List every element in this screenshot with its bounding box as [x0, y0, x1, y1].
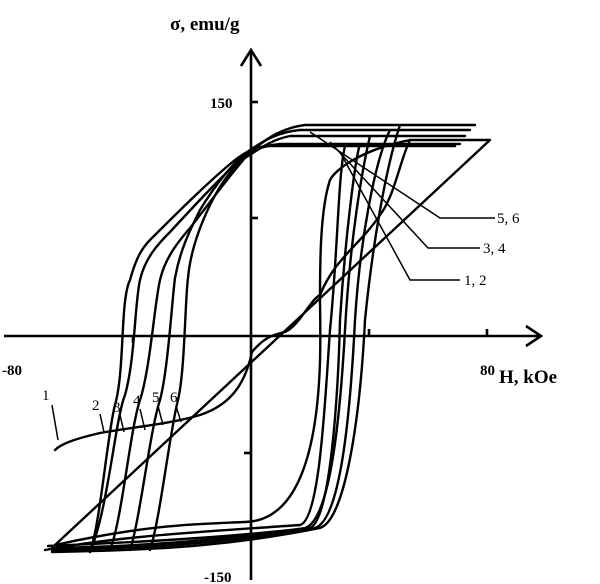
series-4-line: [50, 134, 467, 552]
x-axis-title: H, kOe: [499, 367, 557, 388]
series-label-6: 6: [170, 390, 178, 406]
series-pointer-3: [119, 414, 125, 433]
group-label-3-4: 3, 4: [483, 241, 506, 257]
series-6-line: [50, 123, 477, 554]
series-label-4: 4: [133, 393, 141, 409]
series-pointer-6: [175, 405, 182, 423]
series-labels: 1 2 3 4 5 6: [42, 388, 182, 441]
y-axis-arrow: [239, 47, 263, 67]
x-tick-label-max: 80: [480, 363, 495, 379]
x-tick-label-min: -80: [2, 363, 22, 379]
series-pointer-4: [139, 408, 146, 431]
group-label-5-6: 5, 6: [497, 211, 520, 227]
series-pointer-2: [99, 413, 105, 433]
x-axis-arrow: [525, 324, 544, 348]
leader-5-6: [309, 131, 495, 219]
group-label-1-2: 1, 2: [464, 273, 487, 289]
series-label-3: 3: [113, 400, 121, 416]
series-1-line: [53, 138, 492, 547]
series-pointer-1: [51, 404, 59, 441]
y-axis-title: σ, emu/g: [170, 14, 240, 35]
y-tick-label-min: -150: [204, 570, 232, 584]
leader-1-2: [339, 151, 460, 281]
series-label-2: 2: [92, 398, 100, 414]
leader-3-4: [329, 141, 480, 249]
y-tick-label-max: 150: [210, 96, 233, 112]
curve-group: [43, 123, 492, 554]
series-label-5: 5: [152, 390, 160, 406]
series-5-line: [50, 128, 472, 552]
series-label-1: 1: [42, 388, 50, 404]
series-pointer-5: [157, 405, 164, 426]
